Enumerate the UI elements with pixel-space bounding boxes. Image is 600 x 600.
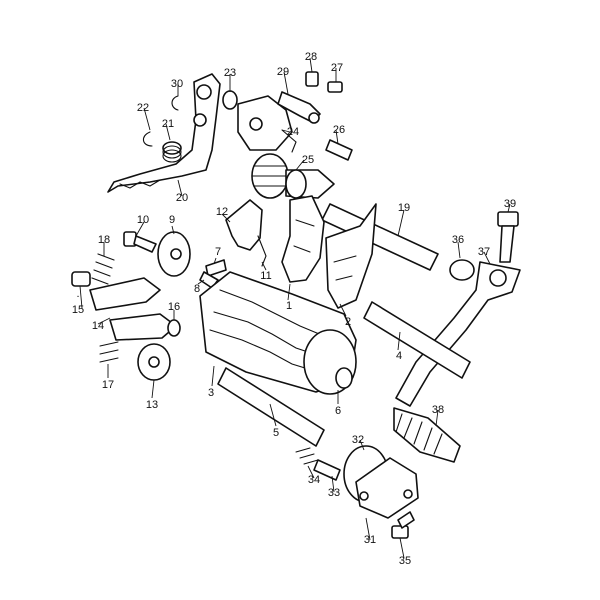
callout-1: 1 <box>286 300 292 312</box>
shift-fork-1-part <box>281 195 325 283</box>
callout-29: 29 <box>277 66 289 78</box>
callout-17: 17 <box>102 379 114 391</box>
clip-part <box>171 95 179 111</box>
callout-33: 33 <box>328 487 340 499</box>
small-arm-part <box>257 235 267 267</box>
callout-2: 2 <box>345 316 351 328</box>
shift-fork-2-part <box>325 203 377 309</box>
cover-plate-part <box>355 457 419 519</box>
callout-26: 26 <box>333 124 345 136</box>
callout-22: 22 <box>137 102 149 114</box>
callout-30: 30 <box>171 78 183 90</box>
callout-28: 28 <box>305 51 317 63</box>
cam-stopper-pin-part <box>205 259 227 277</box>
circlip-part <box>142 131 153 147</box>
callout-8: 8 <box>194 283 200 295</box>
callout-9: 9 <box>169 214 175 226</box>
leader-lines <box>79 57 511 559</box>
callout-11: 11 <box>260 270 271 282</box>
shaft-bushing-part <box>449 259 475 281</box>
callout-14: 14 <box>92 320 104 332</box>
cam-stopper-plate-part <box>107 73 221 193</box>
callout-15: 15 <box>72 304 84 316</box>
pawl-spring-upper-part <box>91 253 115 285</box>
cam-guide-part <box>237 95 297 153</box>
pedal-bolt-part <box>497 211 519 263</box>
callout-13: 13 <box>146 399 158 411</box>
cam-plate-part <box>157 231 191 277</box>
callout-35: 35 <box>399 555 411 567</box>
fork-shaft-part <box>321 203 439 271</box>
callout-23: 23 <box>224 67 236 79</box>
pawl-spring-lower-part <box>99 341 119 363</box>
callout-36: 36 <box>452 234 464 246</box>
pawl-pin-part <box>167 319 181 337</box>
callout-numbers: 1 2 3 4 5 6 7 8 9 10 11 12 13 14 15 16 1… <box>72 51 516 567</box>
shift-pin-part <box>325 139 353 161</box>
detent-spring-part <box>295 447 319 465</box>
callout-6: 6 <box>335 405 341 417</box>
detent-plunger-part <box>313 459 341 481</box>
shift-cam-drum-part <box>199 271 357 395</box>
cover-screw-part <box>391 511 415 539</box>
callout-38: 38 <box>432 404 444 416</box>
callout-20: 20 <box>176 192 188 204</box>
callout-3: 3 <box>208 387 214 399</box>
callout-24: 24 <box>287 126 299 138</box>
shift-shaft-4-part <box>363 301 471 379</box>
pawl-washer-part <box>137 343 171 381</box>
pawl-lifter-part <box>71 271 91 287</box>
callout-4: 4 <box>396 350 402 362</box>
callout-16: 16 <box>168 301 180 313</box>
callout-18: 18 <box>98 234 110 246</box>
callout-7: 7 <box>215 246 221 258</box>
callout-10: 10 <box>137 214 149 226</box>
cam-driven-gear-part <box>251 153 335 199</box>
callout-21: 21 <box>162 118 174 130</box>
callout-19: 19 <box>398 202 410 214</box>
washer-part <box>222 90 238 110</box>
callout-37: 37 <box>478 246 490 258</box>
stopper-spring-part <box>162 141 182 163</box>
fork-arm-part <box>225 199 263 251</box>
pedal-rubber-part <box>393 407 461 463</box>
cam-screw-part <box>123 231 157 253</box>
small-bolt-part <box>305 71 319 87</box>
callout-31: 31 <box>364 534 376 546</box>
shift-lever-part <box>395 261 521 407</box>
cam-pin-part <box>277 91 321 124</box>
callout-25: 25 <box>302 154 314 166</box>
callout-39: 39 <box>504 198 516 210</box>
callout-5: 5 <box>273 427 279 439</box>
callout-27: 27 <box>331 62 343 74</box>
pawl-arm-part <box>89 277 177 341</box>
callout-12: 12 <box>216 206 228 218</box>
callout-34: 34 <box>308 474 320 486</box>
small-screw-part <box>327 81 343 93</box>
callout-32: 32 <box>352 434 364 446</box>
stray-dot-marker: . <box>76 288 79 300</box>
